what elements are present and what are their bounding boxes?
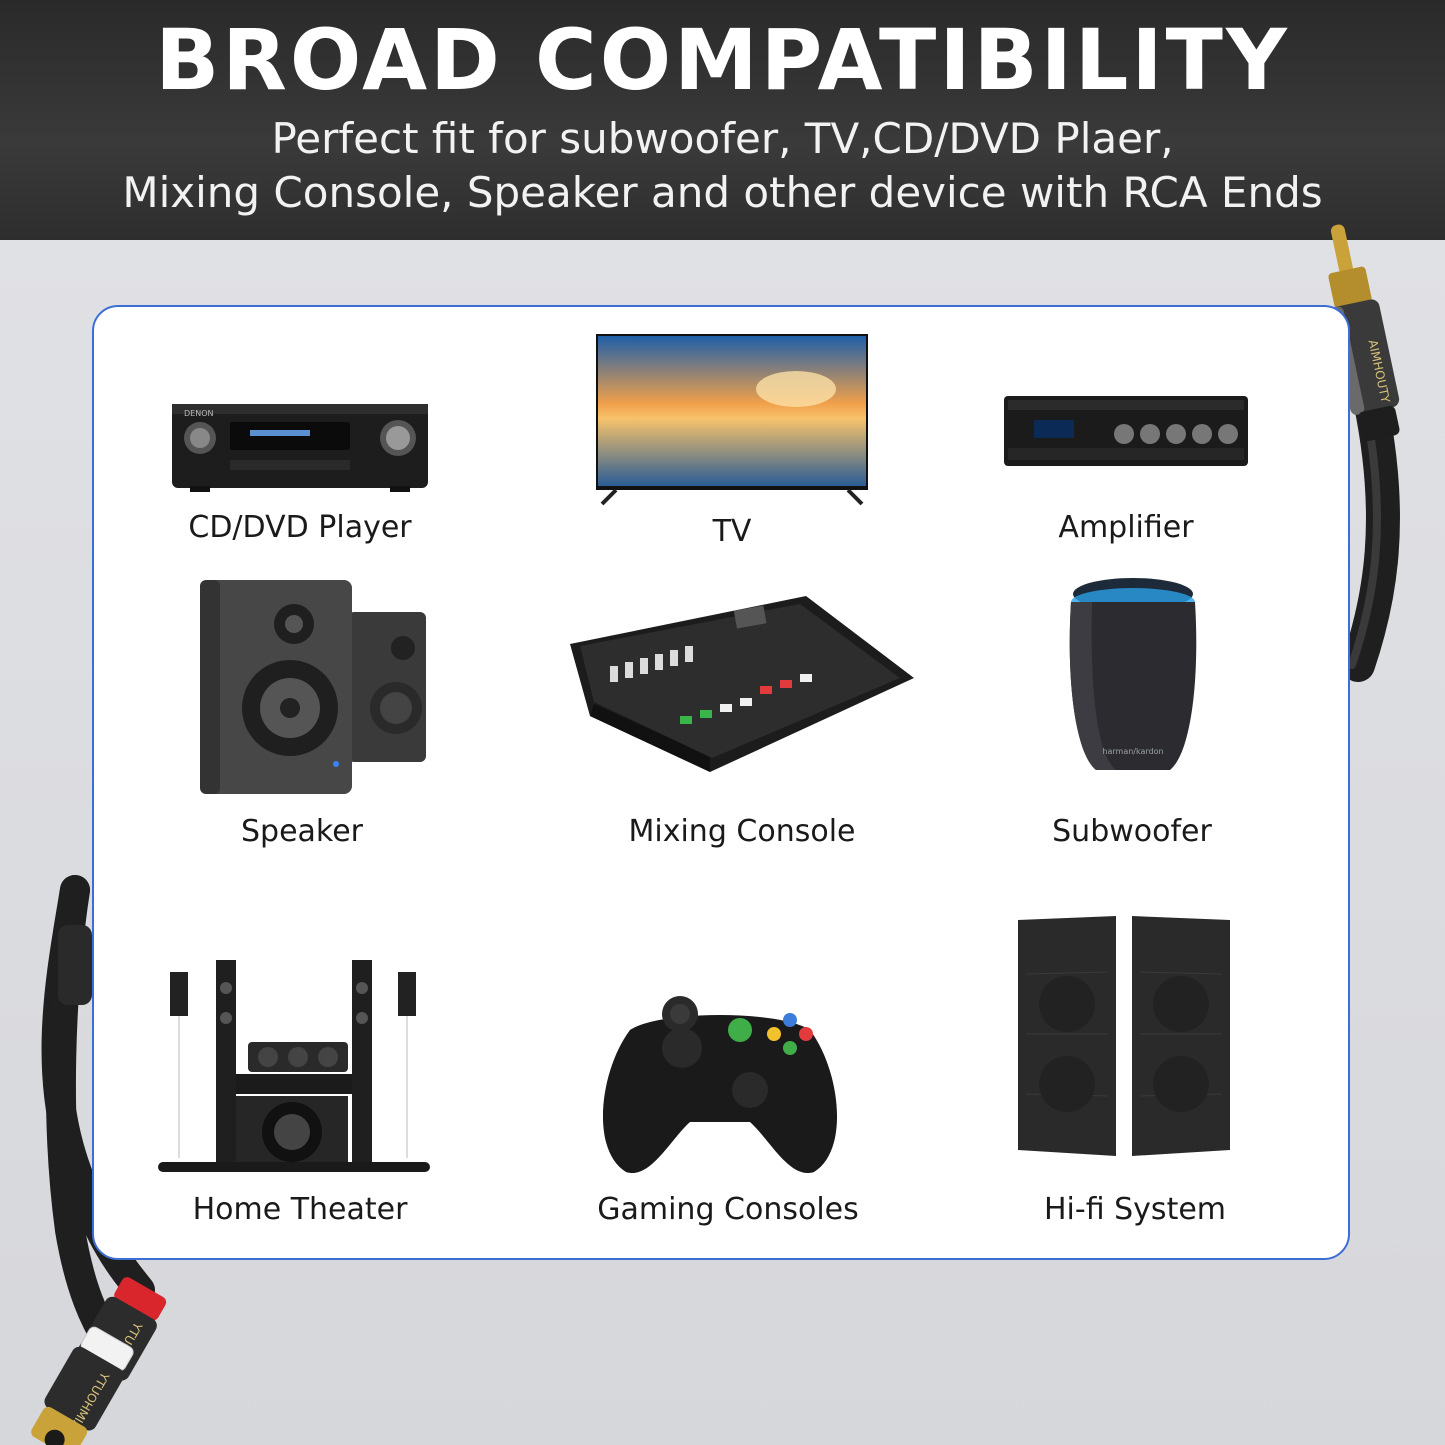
device-label-mixing-console: Mixing Console <box>628 814 856 849</box>
device-label-subwoofer: Subwoofer <box>1052 814 1212 849</box>
tv-icon <box>596 334 868 506</box>
cd-dvd-player-icon: DENON <box>170 398 430 494</box>
mixing-console-icon <box>570 596 914 772</box>
rca-female-white-icon: YTUOHMIA <box>31 1326 134 1445</box>
female-red-brand-label: YTUOHMIA <box>100 1319 145 1383</box>
banner-subtitle-line-1: Perfect fit for subwoofer, TV,CD/DVD Pla… <box>271 114 1174 163</box>
header-banner: BROAD COMPATIBILITY Perfect fit for subw… <box>0 0 1445 240</box>
hifi-speakers-icon <box>1016 914 1232 1156</box>
subwoofer-brand-label: harman/kardon <box>1102 747 1163 756</box>
device-label-home-theater: Home Theater <box>192 1192 408 1227</box>
device-label-gaming-consoles: Gaming Consoles <box>597 1192 859 1227</box>
speaker-icon <box>198 578 430 796</box>
banner-subtitle-line-2: Mixing Console, Speaker and other device… <box>122 168 1323 217</box>
device-label-cd-dvd-player: CD/DVD Player <box>188 510 412 545</box>
gaming-controller-icon <box>600 990 840 1174</box>
device-label-speaker: Speaker <box>240 814 364 849</box>
subwoofer-icon: harman/kardon <box>1066 574 1200 776</box>
device-label-hifi-system: Hi-fi System <box>1043 1192 1227 1227</box>
rca-female-red-icon: YTUOHMIA <box>64 1277 167 1407</box>
female-white-brand-label: YTUOHMIA <box>67 1369 112 1433</box>
device-label-amplifier: Amplifier <box>1058 510 1194 545</box>
banner-title: BROAD COMPATIBILITY <box>155 11 1290 109</box>
cable-brand-label: AIMHOUTY <box>1366 339 1393 405</box>
cd-dvd-brand-label: DENON <box>184 409 213 418</box>
amplifier-icon <box>1004 396 1248 468</box>
home-theater-icon <box>158 958 430 1178</box>
device-label-tv: TV <box>712 514 752 549</box>
